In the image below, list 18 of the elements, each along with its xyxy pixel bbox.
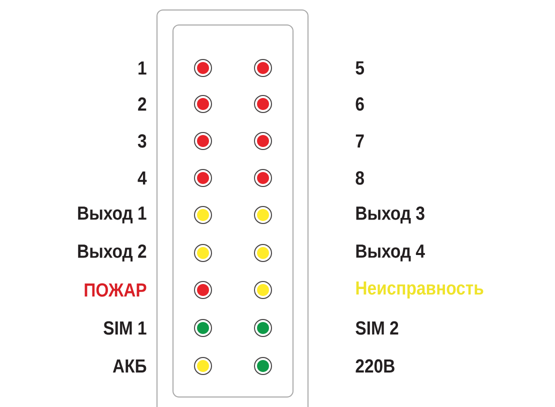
indicator-label: 3 <box>138 134 146 148</box>
indicator-label: 1 <box>138 61 146 75</box>
indicator-label: 6 <box>356 97 364 111</box>
indicator-label: 5 <box>356 61 364 75</box>
indicator-label: Выход 3 <box>356 206 424 224</box>
indicator-label: 2 <box>138 97 146 111</box>
indicator-label: 7 <box>356 134 364 148</box>
indicator-label: Неисправность <box>356 282 484 298</box>
indicator-label: АКБ <box>112 359 146 373</box>
indicator-label: SIM 1 <box>104 321 146 335</box>
indicator-label: 8 <box>356 171 364 185</box>
indicator-label: ПОЖАР <box>84 283 146 297</box>
indicator-label: 220В <box>356 359 394 373</box>
indicator-label: 4 <box>138 171 147 185</box>
indicator-label: Выход 1 <box>78 206 146 224</box>
indicator-label: Выход 2 <box>78 244 146 262</box>
indicator-label: SIM 2 <box>356 321 398 335</box>
indicator-label: Выход 4 <box>356 244 425 262</box>
